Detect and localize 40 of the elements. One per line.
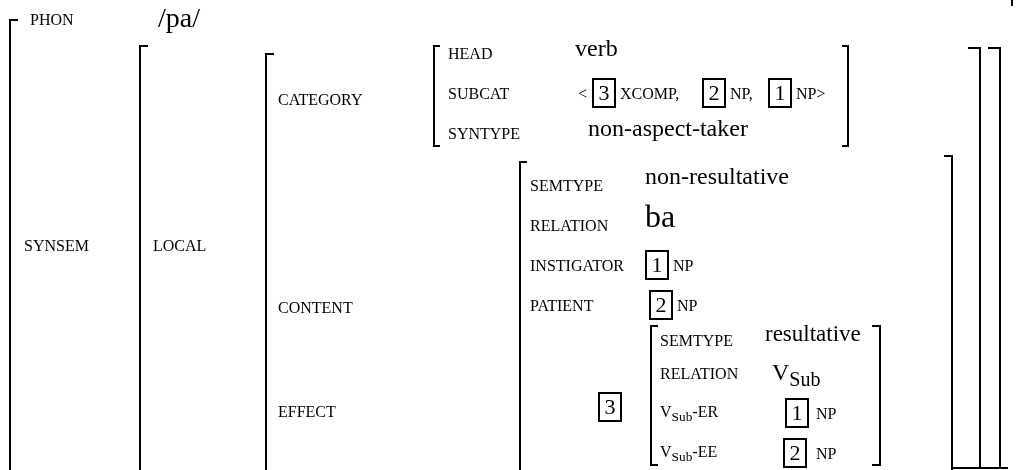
boxed-tag: 2	[649, 290, 673, 320]
feature-name: CONTENT	[278, 300, 353, 316]
feature-value: NP	[677, 298, 698, 314]
feature-name: SYNSEM	[24, 238, 89, 254]
boxed-tag: 3	[592, 78, 616, 108]
feature-name: EFFECT	[278, 404, 336, 420]
feature-value: V$_{Sub}$	[772, 360, 821, 389]
feature-name: SUBCAT	[448, 86, 510, 102]
boxed-tag: 1	[768, 78, 792, 108]
feature-name: PATIENT	[530, 298, 594, 314]
feature-value: /pa/	[158, 4, 200, 32]
boxed-tag: 1	[785, 398, 809, 428]
feature-value: resultative	[765, 322, 861, 345]
boxed-tag: 2	[783, 438, 807, 468]
feature-value: non-resultative	[645, 164, 789, 188]
feature-name: INSTIGATOR	[530, 258, 624, 274]
feature-value: non-aspect-taker	[588, 116, 748, 140]
feature-value: NP	[816, 446, 837, 462]
feature-value: NP,	[730, 86, 753, 102]
feature-name: SEMTYPE	[660, 333, 733, 349]
feature-value: NP	[816, 406, 837, 422]
feature-value: NP>	[796, 86, 826, 102]
feature-value: XCOMP,	[620, 86, 680, 102]
feature-name: LOCAL	[153, 238, 207, 254]
feature-name: SEMTYPE	[530, 178, 603, 194]
feature-value: verb	[575, 36, 618, 60]
feature-name: CATEGORY	[278, 92, 363, 108]
feature-value: <	[578, 86, 588, 102]
boxed-tag: 3	[598, 392, 622, 422]
feature-name: SYNTYPE	[448, 126, 520, 142]
feature-name: RELATION	[660, 366, 739, 382]
feature-name: RELATION	[530, 218, 609, 234]
boxed-tag: 2	[702, 78, 726, 108]
boxed-tag: 1	[645, 250, 669, 280]
feature-name: HEAD	[448, 46, 493, 62]
feature-value: ba	[645, 200, 676, 232]
feature-value: NP	[673, 258, 694, 274]
feature-name: V$_{Sub}$-ER	[660, 404, 719, 424]
feature-name: PHON	[30, 12, 74, 28]
feature-name: V$_{Sub}$-EE	[660, 444, 718, 464]
